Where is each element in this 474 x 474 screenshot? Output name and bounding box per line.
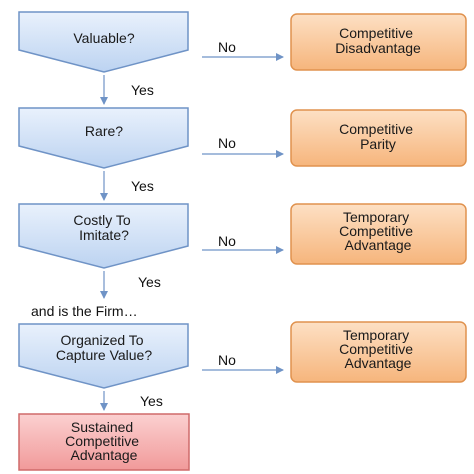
question-costly-line-2: Imitate? [79, 227, 129, 243]
outcome-competitive-disadvantage: Competitive Disadvantage [290, 13, 467, 71]
yes-label-4: Yes [140, 393, 163, 409]
question-valuable-text: Valuable? [73, 30, 134, 46]
final-text: Sustained Competitive Advantage [65, 419, 143, 463]
no-label-1: No [218, 39, 236, 55]
outcome-parity-line-1: Competitive [339, 121, 413, 137]
question-costly-line-1: Costly To [73, 212, 131, 228]
outcome-temporary-advantage-2: Temporary Competitive Advantage [290, 321, 467, 383]
no-arrows [202, 53, 284, 374]
question-organized-line-1: Organized To [61, 332, 144, 348]
question-costly-text: Costly To Imitate? [73, 212, 134, 243]
question-valuable-line-1: Valuable? [73, 30, 134, 46]
final-line-2: Competitive [65, 433, 139, 449]
question-organized-text: Organized To Capture Value? [56, 332, 152, 363]
outcome-temporary-1-line-1: Temporary [343, 209, 409, 225]
outcome-disadvantage-text: Competitive Disadvantage [335, 25, 421, 56]
question-rare-line-1: Rare? [85, 123, 123, 139]
no-label-4: No [218, 352, 236, 368]
outcome-disadvantage-line-2: Disadvantage [335, 40, 421, 56]
and-is-the-firm-text: and is the Firm… [31, 303, 138, 319]
question-costly-to-imitate: Costly To Imitate? [18, 203, 189, 269]
final-line-3: Advantage [71, 447, 138, 463]
no-label-2: No [218, 135, 236, 151]
outcome-temporary-2-line-3: Advantage [345, 355, 412, 371]
outcome-temporary-advantage-1: Temporary Competitive Advantage [290, 203, 467, 265]
final-sustained-advantage: Sustained Competitive Advantage [18, 413, 190, 471]
outcome-disadvantage-line-1: Competitive [339, 25, 413, 41]
outcome-parity-line-2: Parity [360, 136, 396, 152]
question-organized: Organized To Capture Value? [18, 323, 189, 389]
outcome-temporary-1-line-3: Advantage [345, 237, 412, 253]
yes-label-1: Yes [131, 82, 154, 98]
outcome-parity-text: Competitive Parity [339, 121, 417, 152]
question-valuable: Valuable? [18, 11, 189, 73]
outcome-temporary-1-text: Temporary Competitive Advantage [339, 209, 417, 253]
question-rare-text: Rare? [85, 123, 123, 139]
yes-label-3: Yes [138, 274, 161, 290]
final-line-1: Sustained [71, 419, 133, 435]
question-rare: Rare? [18, 107, 189, 169]
yes-label-2: Yes [131, 178, 154, 194]
no-label-3: No [218, 233, 236, 249]
outcome-competitive-parity: Competitive Parity [290, 109, 467, 167]
question-organized-line-2: Capture Value? [56, 347, 152, 363]
outcome-temporary-1-line-2: Competitive [339, 223, 413, 239]
outcome-temporary-2-line-1: Temporary [343, 327, 409, 343]
outcome-temporary-2-text: Temporary Competitive Advantage [339, 327, 417, 371]
outcome-temporary-2-line-2: Competitive [339, 341, 413, 357]
